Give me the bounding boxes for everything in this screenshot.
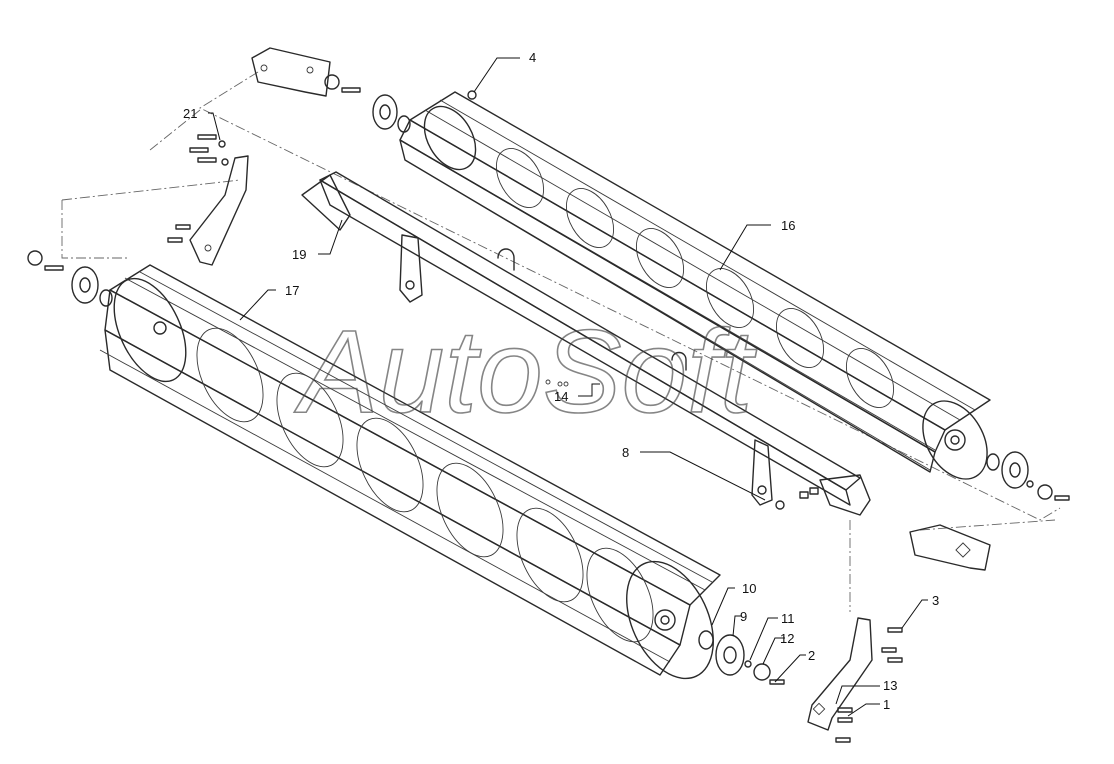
assembly-centerlines <box>61 71 1061 612</box>
callout-14: 14 <box>554 389 568 404</box>
callout-10: 10 <box>742 581 756 596</box>
callout-4: 4 <box>529 50 536 65</box>
frame-beam <box>301 171 871 516</box>
callout-2: 2 <box>808 648 815 663</box>
callout-3: 3 <box>932 593 939 608</box>
callout-17: 17 <box>285 283 299 298</box>
watermark: AutoSoft <box>294 306 757 438</box>
upper-roller <box>399 91 991 480</box>
brackets <box>189 47 991 731</box>
leader-lines <box>208 57 928 717</box>
callout-13: 13 <box>883 678 897 693</box>
callout-19: 19 <box>292 247 306 262</box>
callout-21: 21 <box>183 106 197 121</box>
callout-8: 8 <box>622 445 629 460</box>
callout-16: 16 <box>781 218 795 233</box>
callout-11: 11 <box>781 611 795 626</box>
callout-9: 9 <box>740 609 747 624</box>
hardware <box>27 74 1070 743</box>
lower-roller <box>99 264 721 680</box>
callout-labels: 4 21 16 19 17 14 8 10 9 11 12 2 3 13 1 <box>183 50 939 712</box>
callout-12: 12 <box>780 631 794 646</box>
callout-1: 1 <box>883 697 890 712</box>
